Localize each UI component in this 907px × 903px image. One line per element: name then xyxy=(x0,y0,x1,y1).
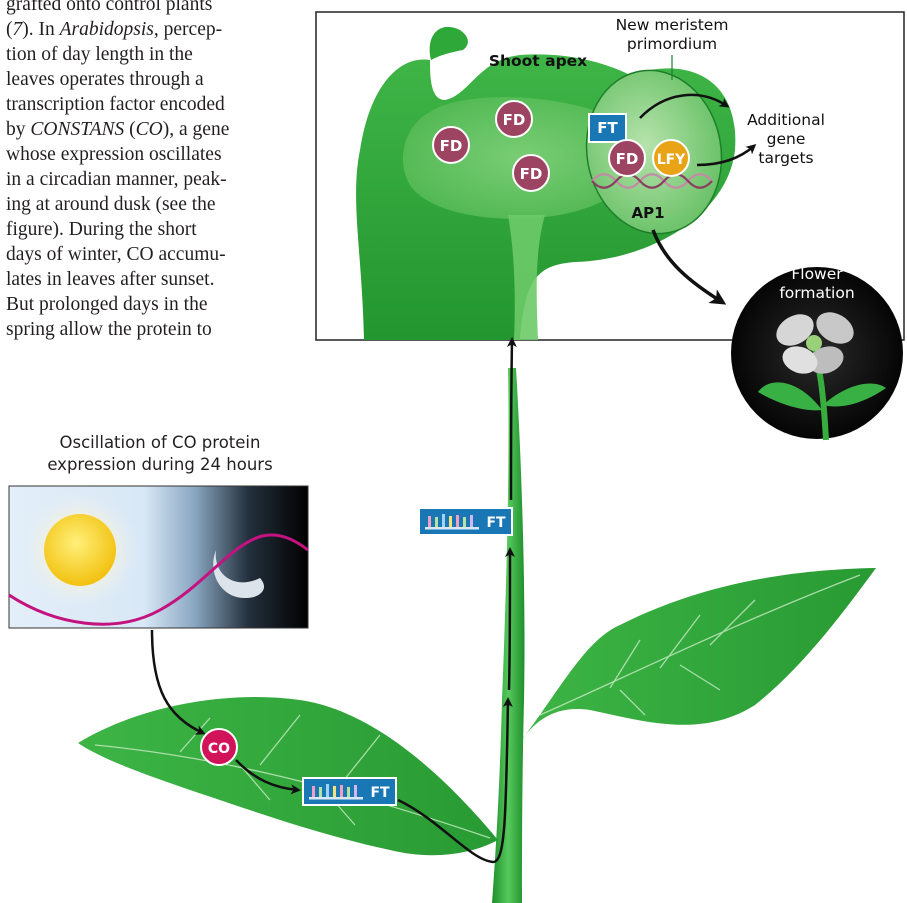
targets-label: targets xyxy=(758,149,813,167)
left-leaf xyxy=(78,697,498,855)
lfy-protein: LFY xyxy=(653,140,689,176)
fd-protein: FD xyxy=(496,101,532,137)
svg-text:FD: FD xyxy=(503,111,526,129)
oscillation-panel xyxy=(9,486,308,628)
new-meristem-label: primordium xyxy=(627,35,717,53)
fd-protein: FD xyxy=(433,127,469,163)
targets-label: gene xyxy=(767,130,806,148)
plant-stem xyxy=(492,368,525,903)
ap1-label: AP1 xyxy=(631,204,664,222)
shoot-apex-title: Shoot apex xyxy=(489,52,587,70)
flower-formation-label: formation xyxy=(779,284,854,302)
co-protein: CO xyxy=(201,729,237,765)
stem-to-apex-arrow xyxy=(511,340,512,500)
stem-upward-arrow xyxy=(509,550,510,690)
svg-text:FD: FD xyxy=(520,165,543,183)
svg-text:FT: FT xyxy=(370,785,390,801)
right-leaf xyxy=(518,568,876,745)
svg-text:FT: FT xyxy=(597,119,618,137)
ft-mrna-box-stem: FT xyxy=(419,508,512,535)
sun-icon xyxy=(44,514,116,586)
new-meristem-label: New meristem xyxy=(616,16,729,34)
svg-text:FD: FD xyxy=(440,137,463,155)
fd-protein: FD xyxy=(609,140,645,176)
ft-box: FT xyxy=(589,114,626,142)
svg-text:FT: FT xyxy=(486,515,506,531)
svg-text:CO: CO xyxy=(208,741,230,757)
fd-protein: FD xyxy=(513,155,549,191)
targets-label: Additional xyxy=(747,111,825,129)
svg-text:LFY: LFY xyxy=(657,152,686,168)
svg-text:FD: FD xyxy=(616,150,639,168)
flower-formation-label: Flower xyxy=(791,265,843,283)
ft-mrna-box-leaf: FT xyxy=(303,778,396,805)
